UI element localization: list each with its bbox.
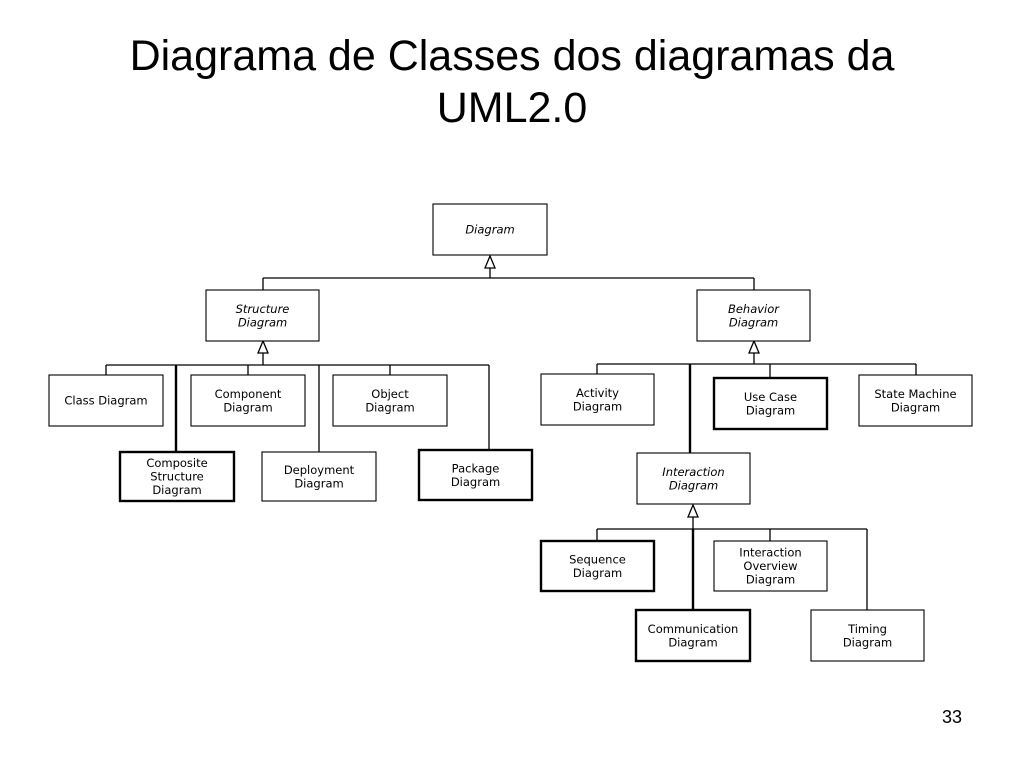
node-label-line: Diagram [668,635,717,649]
node-label-line: Diagram [746,403,795,417]
node-label-line: Diagram [843,635,892,649]
node-label-line: Overview [743,559,797,573]
slide-title: Diagrama de Classes dos diagramas da UML… [0,30,1024,134]
node-label-line: Diagram [669,478,718,492]
connector-behavior-children [596,339,917,453]
node-box [712,376,829,431]
node-box [205,289,320,342]
node-label-line: Component [215,387,282,401]
node-box [636,452,751,505]
node-label-line: Behavior [728,302,780,316]
node-diagram: Diagram [432,203,548,256]
page-number: 33 [941,707,962,727]
node-label-line: Structure [150,470,204,484]
node-label-line: Deployment [284,463,355,477]
node-label-line: Diagram [238,315,287,329]
node-box [696,289,811,342]
node-label-line: Diagram [365,400,414,414]
node-box [332,374,448,427]
node-box [48,374,164,427]
node-box [190,374,306,427]
node-label-line: Sequence [569,552,626,566]
node-box [432,203,548,256]
slide-title-line-1: Diagrama de Classes dos diagramas da [129,32,895,80]
node-label-line: Use Case [744,390,797,404]
node-label-line: State Machine [874,387,956,401]
node-box [118,450,236,503]
node-box [540,373,655,426]
connector-diagram-children [262,254,755,290]
node-label-line: Structure [236,302,290,316]
node-label-line: Diagram [451,475,500,489]
node-label-line: Diagram [891,400,940,414]
node-label-line: Interaction [739,546,801,560]
connector-structure-children [105,339,490,452]
node-label-line: Timing [847,622,887,636]
slide-title-line-2: UML2.0 [436,84,588,132]
node-label-line: Composite [146,456,207,470]
node-box [810,609,925,662]
node-label-line: Communication [648,622,739,636]
node-class-diagram: Class Diagram [48,374,164,427]
node-label-line: Package [452,461,500,475]
node-box [634,608,752,663]
node-box [858,374,973,427]
node-label-line: Object [371,387,409,401]
node-label-line: Class Diagram [64,394,147,408]
node-label-line: Diagram [729,315,778,329]
node-label-line: Activity [576,386,619,400]
node-label-line: Diagram [746,573,795,587]
node-box [539,539,656,593]
node-label-line: Diagram [223,400,272,414]
node-box [417,448,534,502]
node-box [261,451,377,502]
node-label-line: Diagram [294,476,343,490]
node-box [713,540,828,592]
node-label-line: Diagram [152,483,201,497]
node-label-line: Diagram [573,399,622,413]
node-label-line: Interaction [662,465,724,479]
node-label-line: Diagram [573,566,622,580]
node-label-line: Diagram [465,223,514,237]
connector-interaction-children [596,503,868,610]
